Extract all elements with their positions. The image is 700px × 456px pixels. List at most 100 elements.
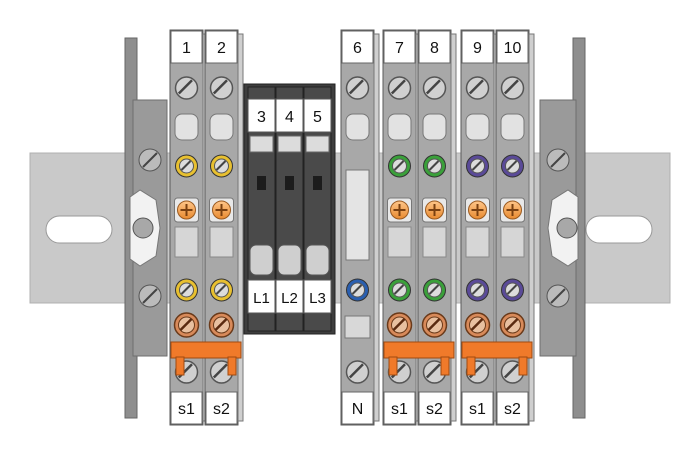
copper-screw-icon [421, 312, 448, 338]
fuse-bottom-label: L1 [253, 290, 270, 307]
orange-screw-icon [387, 197, 412, 223]
end-stop-right [539, 37, 586, 419]
top-marker [383, 30, 416, 64]
top-marker-label: 10 [504, 40, 522, 57]
ring-screw-icon [501, 154, 524, 178]
top-marker [341, 30, 374, 64]
ring-screw-icon [423, 278, 446, 302]
screw-top-icon [345, 76, 370, 100]
fuse-terminal-5: 5L3 [303, 86, 332, 332]
orange-screw-icon [209, 197, 234, 223]
ring-screw-icon [388, 278, 411, 302]
top-marker-label: 6 [353, 40, 362, 57]
screw-top-icon [387, 76, 412, 100]
top-marker [170, 30, 203, 64]
bottom-marker-label: s2 [213, 401, 230, 418]
orange-screw-icon [174, 197, 199, 223]
terminal-block-6: 6N [340, 29, 380, 426]
copper-screw-icon [173, 312, 200, 338]
ring-screw-icon [175, 154, 198, 178]
top-marker-label: 8 [430, 40, 439, 57]
bottom-marker [383, 391, 416, 425]
bottom-marker [418, 391, 451, 425]
rail-slot-right [585, 215, 653, 244]
ring-screw-icon [210, 278, 233, 302]
top-marker [205, 30, 238, 64]
copper-screw-icon [464, 312, 491, 338]
fuse-bottom-label: L2 [281, 290, 298, 307]
ring-screw-icon [175, 278, 198, 302]
bottom-marker [205, 391, 238, 425]
fuse-bottom-label: L3 [309, 290, 326, 307]
terminal-block-2: 2 s2 [204, 29, 244, 426]
ring-screw-icon [423, 154, 446, 178]
top-marker-label: 2 [217, 40, 226, 57]
test-socket [500, 113, 525, 141]
copper-screw-icon [499, 312, 526, 338]
screw-bottom-icon [345, 360, 370, 384]
fuse-bottom-marker [247, 279, 276, 314]
rail-slot-left [45, 215, 113, 244]
copper-screw-icon [386, 312, 413, 338]
fuse-terminal-3: 3L1 [247, 86, 276, 332]
ring-screw-icon [501, 278, 524, 302]
bottom-marker [170, 391, 203, 425]
screw-bottom-icon [209, 360, 234, 384]
top-marker-label: 9 [473, 40, 482, 57]
fuse-top-label: 4 [285, 109, 294, 126]
bottom-marker-label: N [352, 401, 364, 418]
fuse-top-marker [303, 98, 332, 133]
screw-top-icon [500, 76, 525, 100]
ring-screw-icon [466, 154, 489, 178]
ring-screw-icon [210, 154, 233, 178]
bottom-marker [496, 391, 529, 425]
test-socket [422, 113, 447, 141]
fuse-bottom-marker [275, 279, 304, 314]
fuse-top-marker [247, 98, 276, 133]
test-socket [387, 113, 412, 141]
orange-screw-icon [500, 197, 525, 223]
bottom-marker-label: s2 [426, 401, 443, 418]
orange-screw-icon [465, 197, 490, 223]
jumper-bar-9-10 [461, 341, 533, 376]
bottom-marker [341, 391, 374, 425]
screw-top-icon [422, 76, 447, 100]
test-socket [345, 113, 370, 141]
fuse-terminal-4: 4L2 [275, 86, 304, 332]
fuse-top-label: 5 [313, 109, 322, 126]
fuse-top-label: 3 [257, 109, 266, 126]
screw-top-icon [174, 76, 199, 100]
bottom-marker-label: s1 [469, 401, 486, 418]
jumper-bar-1-2 [170, 341, 242, 376]
bottom-marker-label: s1 [178, 401, 195, 418]
terminal-block-9: 9 s1 [460, 29, 500, 426]
jumper-bar-7-8 [383, 341, 455, 376]
top-marker-label: 7 [395, 40, 404, 57]
neutral-window [345, 169, 370, 261]
top-marker-label: 1 [182, 40, 191, 57]
screw-top-icon [209, 76, 234, 100]
screw-top-icon [465, 76, 490, 100]
terminal-block-10: 10 s2 [495, 29, 535, 426]
ring-screw-icon [346, 278, 369, 302]
fuse-bottom-marker [303, 279, 332, 314]
test-socket [174, 113, 199, 141]
bottom-marker [461, 391, 494, 425]
top-marker [496, 30, 529, 64]
orange-screw-icon [422, 197, 447, 223]
test-socket [209, 113, 234, 141]
ring-screw-icon [466, 278, 489, 302]
fuse-top-marker [275, 98, 304, 133]
end-stop-left [124, 37, 168, 419]
bottom-marker-label: s1 [391, 401, 408, 418]
test-socket [465, 113, 490, 141]
ring-screw-icon [388, 154, 411, 178]
top-marker [418, 30, 451, 64]
top-marker [461, 30, 494, 64]
bottom-marker-label: s2 [504, 401, 521, 418]
copper-screw-icon [208, 312, 235, 338]
terminal-block-8: 8 s2 [417, 29, 457, 426]
screw-bottom-icon [500, 360, 525, 384]
